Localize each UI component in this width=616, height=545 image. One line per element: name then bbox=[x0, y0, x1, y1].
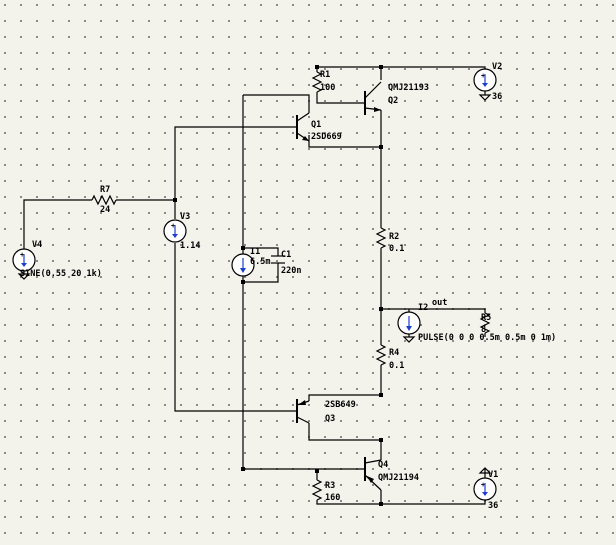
current-source-i1[interactable] bbox=[231, 253, 255, 277]
label-q2-value: QMJ21193 bbox=[388, 83, 429, 93]
label-r5-value: 8 bbox=[481, 325, 486, 335]
label-v2-value: 36 bbox=[492, 92, 502, 102]
voltage-source-v4[interactable]: + bbox=[12, 248, 36, 280]
label-i1-value: 6.5m bbox=[250, 257, 270, 267]
label-c1-value: 220n bbox=[281, 266, 301, 276]
voltage-source-v3[interactable]: + bbox=[163, 219, 187, 243]
voltage-source-v1[interactable]: + bbox=[473, 467, 497, 501]
label-r1-value: 100 bbox=[320, 83, 335, 93]
label-q3-value: 2SB649 bbox=[325, 400, 356, 410]
wires bbox=[23, 66, 486, 505]
label-v2-name: V2 bbox=[492, 62, 502, 72]
label-r2-name: R2 bbox=[389, 232, 399, 242]
resistor-r2[interactable] bbox=[375, 227, 387, 249]
label-q1-value: 2SD669 bbox=[311, 132, 342, 142]
label-r2-value: 0.1 bbox=[389, 244, 404, 254]
transistor-q2[interactable] bbox=[364, 81, 382, 115]
label-i2-value: PULSE(0 0 0 0.5m 0.5m 0 1m) bbox=[418, 333, 556, 343]
svg-text:+: + bbox=[171, 222, 175, 230]
label-q4-value: QMJ21194 bbox=[378, 473, 419, 483]
label-q1-name: Q1 bbox=[311, 120, 321, 130]
voltage-source-v2[interactable]: + bbox=[473, 68, 497, 101]
label-r3-name: R3 bbox=[325, 481, 335, 491]
component-labels: R1 100 QMJ21193 Q2 Q1 2SD669 V2 36 R7 24… bbox=[20, 62, 556, 511]
resistor-r3[interactable] bbox=[311, 479, 323, 501]
label-q4-name: Q4 bbox=[378, 460, 388, 470]
label-r7-name: R7 bbox=[100, 185, 110, 195]
resistor-r4[interactable] bbox=[375, 344, 387, 366]
label-r4-value: 0.1 bbox=[389, 361, 404, 371]
svg-text:+: + bbox=[481, 72, 485, 80]
junctions bbox=[173, 65, 383, 506]
label-v3-name: V3 bbox=[180, 212, 190, 222]
label-r3-value: 160 bbox=[325, 493, 340, 503]
label-q3-name: Q3 bbox=[325, 414, 335, 424]
svg-text:+: + bbox=[20, 251, 24, 259]
resistor-r7[interactable] bbox=[91, 194, 117, 206]
label-v3-value: 1.14 bbox=[180, 241, 200, 251]
resistor-r1[interactable] bbox=[311, 71, 323, 93]
transistor-q1[interactable] bbox=[296, 112, 310, 142]
label-i1-name: I1 bbox=[250, 247, 260, 257]
transistor-q3[interactable] bbox=[296, 399, 310, 424]
label-v1-value: 36 bbox=[488, 501, 498, 511]
transistor-q4[interactable] bbox=[364, 457, 382, 491]
label-i2-name: I2 bbox=[418, 303, 428, 313]
svg-text:+: + bbox=[481, 481, 485, 489]
label-v1-name: V1 bbox=[488, 470, 498, 480]
label-c1-name: C1 bbox=[281, 250, 291, 260]
label-r1-name: R1 bbox=[320, 70, 330, 80]
capacitor-c1[interactable] bbox=[271, 255, 285, 264]
label-v4-value: SINE(0.55 20 1k) bbox=[20, 269, 102, 279]
current-source-i2[interactable] bbox=[397, 311, 421, 343]
label-r5-name: R5 bbox=[481, 313, 491, 323]
label-q2-name: Q2 bbox=[388, 96, 398, 106]
label-r7-value: 24 bbox=[100, 205, 110, 215]
resistor-r5[interactable] bbox=[479, 312, 491, 337]
label-r4-name: R4 bbox=[389, 348, 399, 358]
label-v4-name: V4 bbox=[32, 240, 42, 250]
net-label-out: out bbox=[432, 298, 447, 308]
